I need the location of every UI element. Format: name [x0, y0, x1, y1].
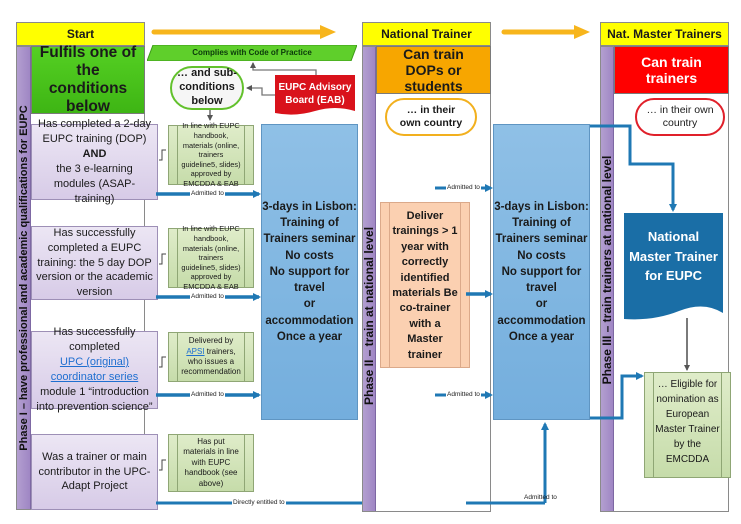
- master-trainers-title: Can train trainers: [614, 46, 729, 94]
- bracket-2: [159, 253, 166, 265]
- phase2-admitted-label-1: Admitted to: [446, 184, 481, 191]
- phase-1-bar: Phase I – have professional and academic…: [17, 47, 31, 509]
- start-title: Fulfils one of the conditions below: [31, 44, 145, 115]
- condition-1-and: AND: [82, 148, 107, 161]
- admitted-label-2: Admitted to: [190, 293, 225, 300]
- admitted-label-3: Admitted to: [190, 391, 225, 398]
- eligible-box-text: … Eligible for nomination as European Ma…: [655, 379, 720, 465]
- sub-condition-4: Has put materials in line with EUPC hand…: [168, 434, 254, 492]
- phase-3-bar: Phase III – train trainers at national l…: [600, 47, 614, 511]
- deliver-box: Deliver trainings > 1 year with correctl…: [380, 202, 470, 368]
- sub-condition-2: In line with EUPC handbook, materials (o…: [168, 224, 254, 291]
- condition-4: Was a trainer or main contributor in the…: [31, 434, 158, 510]
- deliver-box-inner-line-left: [389, 203, 390, 367]
- bracket-3: [159, 356, 166, 368]
- phase-2-bar: Phase II – train at national level: [362, 47, 376, 511]
- bracket-1: [159, 149, 166, 161]
- national-trainer-title: Can train DOPs or students: [376, 46, 491, 94]
- condition-2-text: Has successfully completed a EUPC traini…: [36, 226, 153, 299]
- national-trainer-header: National Trainer: [362, 22, 491, 46]
- sub-condition-1: In line with EUPC handbook, materials (o…: [168, 121, 254, 188]
- code-of-practice-banner: Complies with Code of Practice: [147, 45, 357, 61]
- eligible-box-line-left: [653, 373, 654, 477]
- condition-3: Has successfully completed UPC (original…: [31, 326, 158, 413]
- advisory-board-shape: [275, 75, 355, 115]
- sub-condition-3-text: trainers, who issues a recommendation: [181, 346, 241, 377]
- code-of-practice-text: Complies with Code of Practice: [192, 48, 312, 57]
- advisory-board: EUPC Advisory Board (EAB): [275, 75, 355, 117]
- condition-3-text-2: module 1 “introduction into prevention s…: [36, 385, 153, 413]
- eligible-box: … Eligible for nomination as European Ma…: [644, 372, 731, 478]
- national-master-trainer-box: National Master Trainer for EUPC: [624, 213, 723, 321]
- start-header: Start: [16, 22, 145, 46]
- national-trainer-pill: … in their own country: [385, 98, 477, 136]
- condition-3-text: Has successfully completed: [53, 326, 136, 354]
- national-master-trainer-shape: [624, 213, 723, 320]
- master-trainers-header: Nat. Master Trainers: [600, 22, 729, 46]
- bracket-4: [159, 459, 166, 471]
- sub-condition-2-text: In line with EUPC handbook, materials (o…: [181, 224, 241, 292]
- upc-coordinator-series-link[interactable]: UPC (original) coordinator series: [50, 356, 139, 383]
- sub-condition-4-text: Has put materials in line with EUPC hand…: [183, 437, 239, 488]
- condition-1-text-2: the 3 e-learning modules (ASAP-training): [53, 163, 136, 205]
- condition-2: Has successfully completed a EUPC traini…: [31, 226, 158, 300]
- phase2-admitted-label-3: Admitted to: [446, 391, 481, 398]
- flow-arrow-1: [151, 25, 336, 39]
- entitled-label: Directly entitled to: [232, 499, 286, 506]
- condition-1: Has completed a 2-day EUPC training (DOP…: [31, 118, 158, 205]
- seminar-to-eligible-connector: [590, 372, 644, 420]
- sub-condition-1-text: In line with EUPC handbook, materials (o…: [181, 121, 241, 189]
- sub-conditions-pill: … and sub-conditions below: [170, 66, 244, 110]
- advisory-board-text: EUPC Advisory Board (EAB): [278, 82, 352, 106]
- eab-to-code-connector: [250, 62, 317, 75]
- apsi-link[interactable]: APSI: [186, 346, 205, 356]
- sub-condition-3-prefix: Delivered by: [188, 336, 234, 346]
- bottom-admitted-label: Admitted to: [524, 494, 557, 501]
- condition-1-text: Has completed a 2-day EUPC training (DOP…: [37, 118, 152, 146]
- seminar-to-master-connector: [590, 124, 677, 212]
- flow-arrow-2: [501, 25, 590, 39]
- admitted-label-1: Admitted to: [190, 190, 225, 197]
- national-master-trainer-text: National Master Trainer for EUPC: [629, 229, 718, 283]
- eligible-box-line-right: [721, 373, 722, 477]
- deliver-box-inner-line-right: [460, 203, 461, 367]
- condition-4-text: Was a trainer or main contributor in the…: [38, 450, 151, 493]
- code-of-practice-shape: [147, 45, 357, 61]
- deliver-box-text: Deliver trainings > 1 year with correctl…: [392, 210, 458, 361]
- master-trainers-pill: … in their own country: [635, 98, 725, 136]
- eab-to-subconditions-connector: [246, 85, 275, 96]
